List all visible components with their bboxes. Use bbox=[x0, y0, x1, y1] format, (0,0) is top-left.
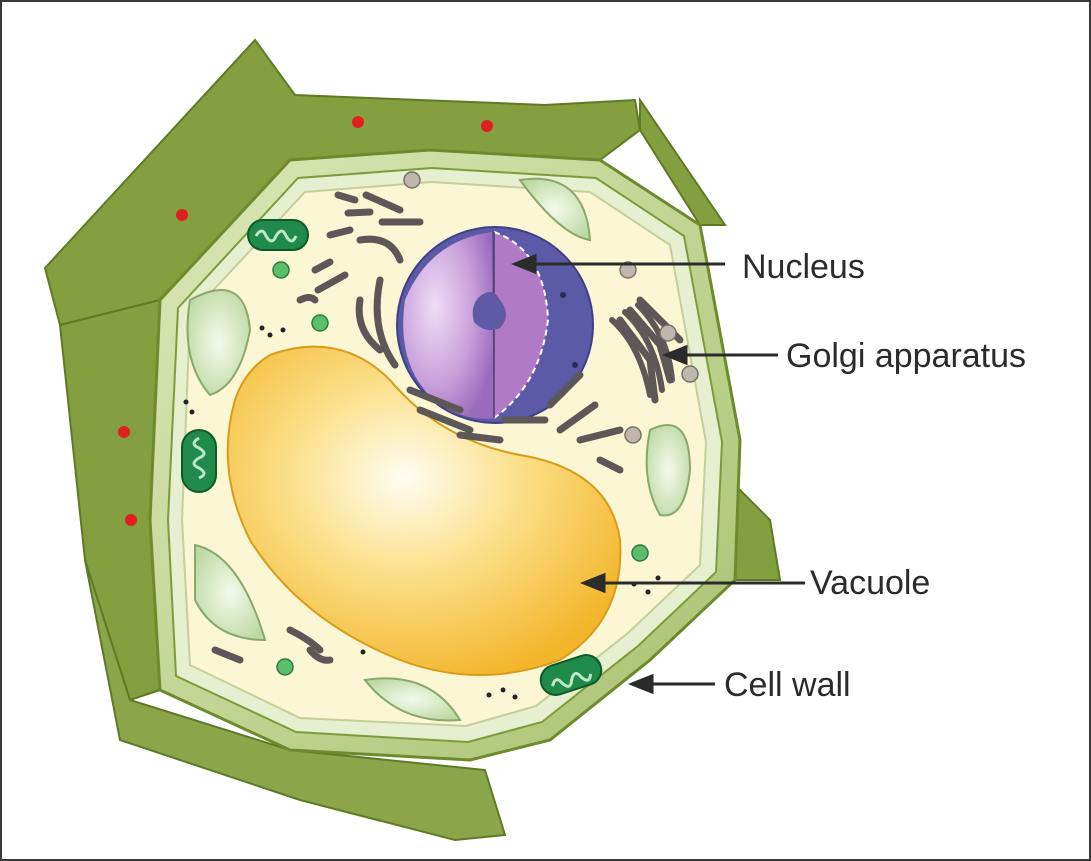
cell-wall-label: Cell wall bbox=[724, 668, 851, 702]
cell-wall-arrowhead bbox=[632, 676, 652, 692]
vacuole-label: Vacuole bbox=[810, 566, 930, 600]
golgi-apparatus-label: Golgi apparatus bbox=[786, 339, 1026, 373]
nucleus-label: Nucleus bbox=[742, 250, 865, 284]
